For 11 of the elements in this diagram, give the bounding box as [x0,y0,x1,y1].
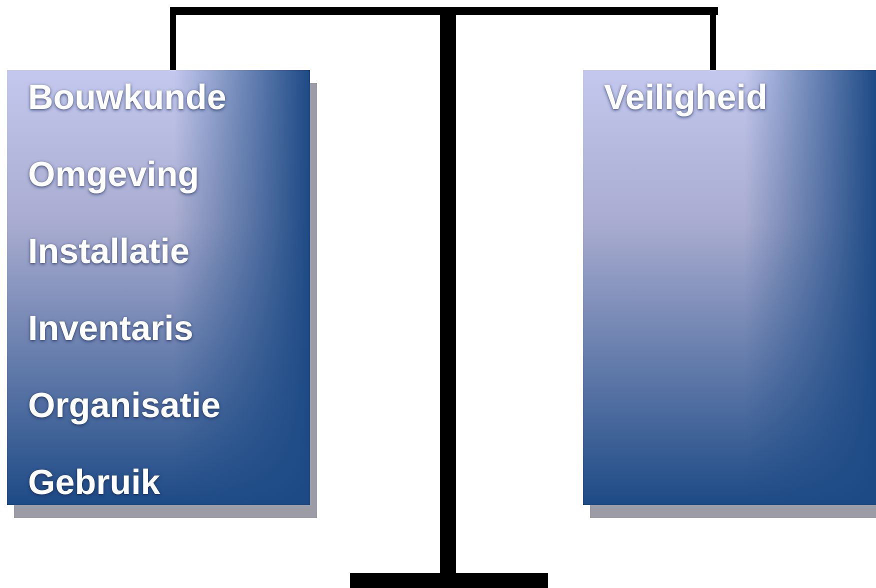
hanger-line [710,15,716,70]
scale-beam [170,7,718,15]
category-panel [583,70,876,505]
category-label: Installatie [28,232,190,272]
category-panel [7,70,310,505]
category-label: Gebruik [28,463,160,503]
hanger-line [170,15,176,70]
category-label: Omgeving [28,155,200,195]
category-label: Organisatie [28,386,221,426]
category-label: Inventaris [28,309,194,349]
category-label: Veiligheid [604,78,768,118]
